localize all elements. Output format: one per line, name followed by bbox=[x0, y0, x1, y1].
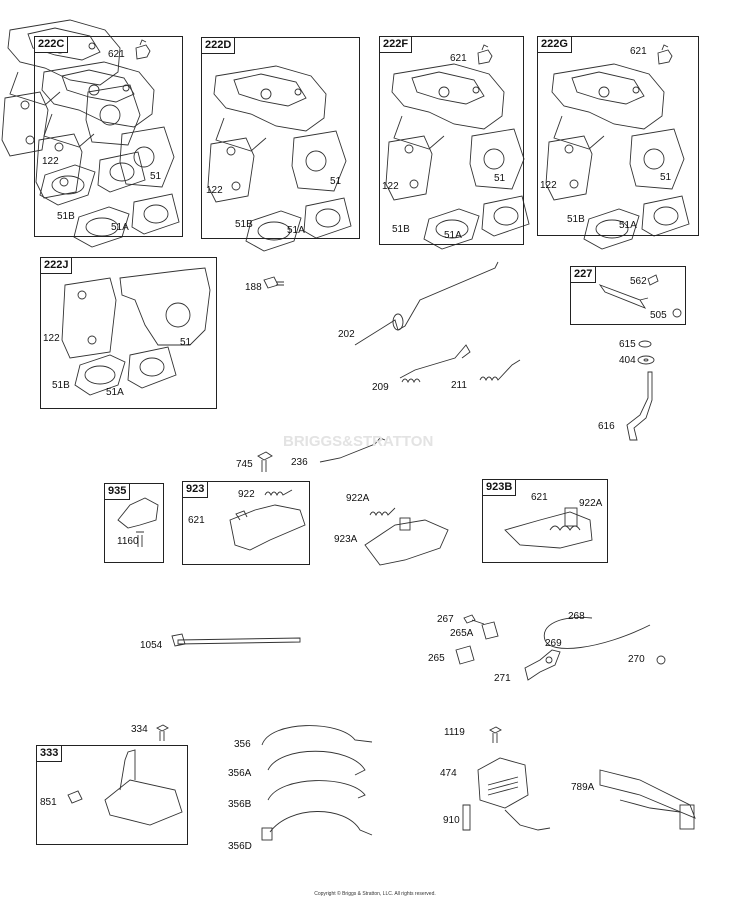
callout-222C-122: 122 bbox=[42, 156, 59, 167]
panel-935 bbox=[104, 483, 164, 563]
panel-222G bbox=[537, 36, 699, 236]
callout-222C-51: 51 bbox=[150, 171, 162, 182]
callout-222C-51B: 51B bbox=[57, 211, 75, 222]
callout-227-562: 562 bbox=[630, 276, 647, 287]
callout-1054: 1054 bbox=[140, 640, 163, 651]
callout-267: 267 bbox=[437, 614, 454, 625]
callout-268: 268 bbox=[568, 611, 585, 622]
callout-202: 202 bbox=[338, 329, 355, 340]
callout-265: 265 bbox=[428, 653, 445, 664]
callout-222F-51: 51 bbox=[494, 173, 506, 184]
callout-222G-51A: 51A bbox=[619, 220, 637, 231]
callout-222F-621: 621 bbox=[450, 53, 467, 64]
callout-356A: 356A bbox=[228, 768, 252, 779]
callout-188: 188 bbox=[245, 282, 262, 293]
panel-222G-label: 222G bbox=[537, 36, 572, 53]
callout-923-621: 621 bbox=[188, 515, 205, 526]
callout-745: 745 bbox=[236, 459, 253, 470]
callout-211: 211 bbox=[451, 380, 467, 391]
callout-616: 616 bbox=[598, 421, 615, 432]
panel-333 bbox=[36, 745, 188, 845]
callout-222C-51A: 51A bbox=[111, 222, 129, 233]
callout-222G-122: 122 bbox=[540, 180, 557, 191]
callout-222C-621: 621 bbox=[108, 49, 125, 60]
panel-222J bbox=[40, 257, 217, 409]
callout-1119: 1119 bbox=[444, 727, 465, 738]
panel-923-label: 923 bbox=[182, 481, 209, 498]
panel-227-label: 227 bbox=[570, 266, 597, 283]
panel-222D-label: 222D bbox=[201, 37, 236, 54]
callout-265A: 265A bbox=[450, 628, 474, 639]
callout-334: 334 bbox=[131, 724, 148, 735]
callout-222G-51: 51 bbox=[660, 172, 672, 183]
callout-910: 910 bbox=[443, 815, 460, 826]
callout-227-505: 505 bbox=[650, 310, 667, 321]
callout-222D-51: 51 bbox=[330, 176, 342, 187]
callout-222G-621: 621 bbox=[630, 46, 647, 57]
panel-222C bbox=[34, 36, 183, 237]
panel-222J-label: 222J bbox=[40, 257, 73, 274]
callout-356D: 356D bbox=[228, 841, 252, 852]
callout-236: 236 bbox=[291, 457, 308, 468]
panel-222C-label: 222C bbox=[34, 36, 69, 53]
panel-227 bbox=[570, 266, 686, 325]
callout-271: 271 bbox=[494, 673, 511, 684]
panel-923B bbox=[482, 479, 608, 563]
callout-923-922: 922 bbox=[238, 489, 255, 500]
callout-404: 404 bbox=[619, 355, 636, 366]
panel-222F-label: 222F bbox=[379, 36, 413, 53]
callout-333-851: 851 bbox=[40, 797, 57, 808]
callout-222J-51A: 51A bbox=[106, 387, 124, 398]
callout-222F-122: 122 bbox=[382, 181, 399, 192]
panel-923B-label: 923B bbox=[482, 479, 517, 496]
callout-269: 269 bbox=[545, 638, 562, 649]
panel-222F bbox=[379, 36, 524, 245]
callout-935-1160: 1160 bbox=[117, 536, 139, 547]
copyright-notice: Copyright © Briggs & Stratton, LLC. All … bbox=[314, 891, 436, 897]
callout-789A: 789A bbox=[571, 782, 595, 793]
callout-222J-51: 51 bbox=[180, 337, 192, 348]
callout-270: 270 bbox=[628, 654, 645, 665]
callout-222F-51B: 51B bbox=[392, 224, 410, 235]
panel-923 bbox=[182, 481, 310, 565]
callout-923B-922A: 922A bbox=[579, 498, 603, 509]
callout-222F-51A: 51A bbox=[444, 230, 462, 241]
panel-333-label: 333 bbox=[36, 745, 63, 762]
callout-222J-122: 122 bbox=[43, 333, 60, 344]
callout-356B: 356B bbox=[228, 799, 252, 810]
callout-222D-51A: 51A bbox=[287, 225, 305, 236]
callout-222J-51B: 51B bbox=[52, 380, 70, 391]
panel-222D bbox=[201, 37, 360, 239]
brand-watermark: BRIGGS&STRATTON bbox=[283, 433, 434, 450]
callout-222D-51B: 51B bbox=[235, 219, 253, 230]
panel-935-label: 935 bbox=[104, 483, 131, 500]
callout-615: 615 bbox=[619, 339, 636, 350]
callout-209: 209 bbox=[372, 382, 389, 393]
callout-222G-51B: 51B bbox=[567, 214, 585, 225]
callout-923A: 923A bbox=[334, 534, 358, 545]
callout-922A: 922A bbox=[346, 493, 370, 504]
callout-474: 474 bbox=[440, 768, 457, 779]
callout-222D-122: 122 bbox=[206, 185, 223, 196]
callout-923B-621: 621 bbox=[531, 492, 548, 503]
callout-356: 356 bbox=[234, 739, 251, 750]
